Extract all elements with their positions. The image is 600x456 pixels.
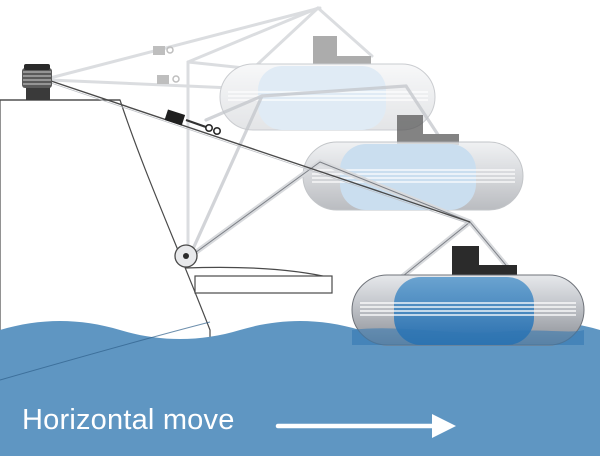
outboard-engine [452, 246, 479, 280]
dinghy [351, 246, 585, 346]
sea [0, 321, 600, 456]
caption-text: Horizontal move [22, 404, 235, 436]
davit-arm [174, 159, 523, 285]
ghost-position-middle [186, 84, 524, 262]
platform-shelf [194, 275, 333, 294]
cable [47, 79, 471, 225]
winch-icon [22, 64, 52, 100]
ghost-position-top [48, 6, 436, 262]
right-arrow-icon [275, 414, 456, 438]
pulley-icon [174, 244, 198, 268]
